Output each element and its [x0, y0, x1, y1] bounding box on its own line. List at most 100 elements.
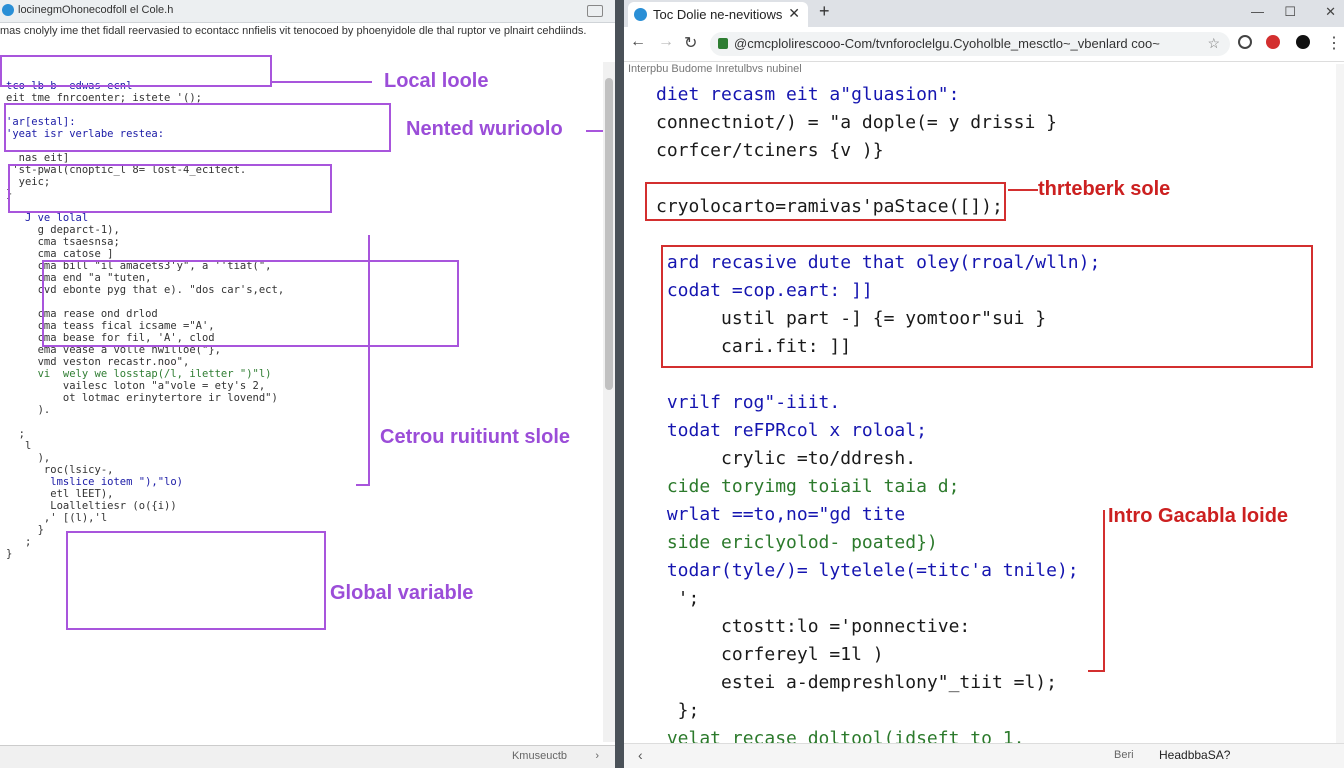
recursive-scope-box [661, 245, 1313, 368]
left-scrollbar-thumb[interactable] [605, 78, 613, 390]
intro-connector-vertical [1103, 510, 1105, 672]
code-line: todat reFPRcol x roloal; [656, 420, 927, 441]
left-window-title: locinegmOhonecodfoll el Cole.h [18, 4, 174, 16]
inner-scope-box [8, 164, 332, 213]
code-line: eit tme fnrcoenter; istete '(); [6, 92, 202, 104]
code-line: cma bill "il amacets3'y", a ''tiat(", [6, 260, 272, 272]
extension-icon[interactable] [1238, 35, 1252, 49]
threbek-box [645, 182, 1006, 221]
star-icon[interactable]: ☆ [1207, 35, 1220, 51]
intro-connector-foot [1088, 670, 1105, 672]
code-line: } [6, 548, 13, 560]
browser-code-area[interactable]: diet recasm eit a"gluasion":connectniot/… [656, 81, 1100, 753]
browser-statusbar: ‹ Beri HeadbbaSA? [624, 743, 1344, 768]
status-left-arrow[interactable]: ‹ [638, 747, 643, 763]
code-line: corfcer/tciners {v )} [656, 140, 884, 161]
code-line: ema vease a volle nwilloe("}, [6, 344, 221, 356]
code-line: ,' [(l),'l [6, 512, 108, 524]
code-line: Loalleltiesr (o({i)) [6, 500, 177, 512]
code-line: ; [6, 428, 25, 440]
code-line: wrlat ==to,no="gd tite [656, 504, 906, 525]
return-connector-foot [356, 484, 370, 486]
code-line: yeic; [6, 176, 51, 188]
code-line: cma bease for fil, 'A', clod [6, 332, 215, 344]
tab-bar: Toc Dolie ne-nevitiows ✕ + — ☐ ✕ [624, 0, 1344, 27]
app-icon [2, 4, 14, 16]
code-line: codat =cop.eart: ]] [656, 280, 873, 301]
code-line: lmslice iotem "),"lo) [6, 476, 184, 488]
window-close-button[interactable]: ✕ [1325, 4, 1336, 19]
left-editor-window: locinegmOhonecodfoll el Cole.h mas cnoly… [0, 0, 615, 768]
local-scope-box [0, 55, 272, 87]
intro-label: Intro Gacabla loide [1108, 505, 1289, 527]
minimize-button[interactable]: — [1251, 4, 1264, 19]
left-status-text: Kmuseuctb [511, 750, 567, 762]
local-connector [272, 81, 372, 83]
new-tab-button[interactable]: + [819, 1, 830, 21]
code-line: cide toryimg toiail taia d; [656, 476, 960, 497]
code-line: }; [656, 700, 700, 721]
threbek-connector [1008, 189, 1038, 191]
window-divider[interactable] [615, 0, 624, 768]
tab-active[interactable]: Toc Dolie ne-nevitiows ✕ [628, 2, 808, 27]
code-line: cryolocarto=ramivas'paStace([]); [656, 196, 1003, 217]
code-line: vmd veston recastr.noo", [6, 356, 190, 368]
menu-icon[interactable]: ⋮ [1326, 35, 1342, 52]
return-connector-vertical [368, 235, 370, 485]
code-line: cvd ebonte pyg that e). "dos car's,ect, [6, 284, 285, 296]
browser-scrollbar[interactable] [1336, 64, 1344, 744]
forward-icon[interactable]: → [658, 33, 674, 50]
code-line: ), [6, 452, 51, 464]
lock-icon [718, 38, 728, 49]
code-line: nas eit] [6, 152, 70, 164]
extension-icon[interactable] [1266, 35, 1280, 49]
code-line: vrilf rog"-iiit. [656, 392, 841, 413]
code-line: ctostt:lo ='ponnective: [656, 616, 971, 637]
code-line: cma rease ond drlod [6, 308, 158, 320]
browser-window: Toc Dolie ne-nevitiows ✕ + — ☐ ✕ ← → ↻ @… [624, 0, 1344, 768]
nested-label: Nented wurioolo [406, 118, 563, 140]
local-label: Local loole [384, 70, 489, 92]
code-line: ustil part -] {= yomtoor"sui } [656, 308, 1047, 329]
code-line: crylic =to/ddresh. [656, 448, 917, 469]
left-status-arrow[interactable]: › [595, 750, 599, 762]
code-line: '; [656, 588, 700, 609]
code-line: vi wely we losstap(/l, iletter ")"l) [6, 368, 272, 380]
code-line: } [6, 524, 44, 536]
nested-arrow-line [586, 130, 610, 132]
code-line: ot lotmac erinytertore ir lovend") [6, 392, 278, 404]
code-line: estei a-dempreshlony"_tiit =l); [656, 672, 1057, 693]
maximize-button[interactable]: ☐ [1284, 4, 1296, 19]
code-line [6, 416, 284, 428]
threbek-label: thrteberk sole [1038, 178, 1171, 200]
window-button-icon[interactable] [587, 5, 603, 17]
code-line: connectniot/) = "a dople(= y drissi } [656, 112, 1057, 133]
code-line: cma tsaesnsa; [6, 236, 120, 248]
tab-favicon [634, 8, 647, 21]
url-text[interactable]: @cmcplolirescooo-Com/tvnforoclelgu.Cyoho… [734, 36, 1160, 51]
extension-icon[interactable] [1296, 35, 1310, 49]
code-line: g deparct-1), [6, 224, 120, 236]
close-icon[interactable]: ✕ [788, 5, 800, 21]
reload-icon[interactable]: ↻ [684, 35, 698, 52]
back-icon[interactable]: ← [630, 33, 646, 50]
tab-title: Toc Dolie ne-nevitiows [653, 7, 783, 22]
nested-scope-box [4, 103, 391, 152]
code-line: ). [6, 404, 51, 416]
address-bar[interactable]: @cmcplolirescooo-Com/tvnforoclelgu.Cyoho… [710, 32, 1230, 56]
global-scope-box [66, 531, 326, 630]
status-right-text: HeadbbaSA? [1159, 748, 1231, 762]
code-line: J ve lolal [6, 212, 89, 224]
return-label: Cetrou ruitiunt slole [380, 426, 570, 448]
status-mid-text: Beri [1114, 749, 1134, 761]
global-label: Global variable [330, 582, 474, 604]
code-line: 'ar[estal]: [6, 116, 76, 128]
left-description: mas cnolyly ime thet fidall reervasied t… [0, 25, 587, 37]
code-line: vailesc loton "a"vole = ety's 2, [6, 380, 266, 392]
bookmarks-bar[interactable]: Interpbu Budome Inretulbvs nubinel [628, 63, 802, 75]
navigation-bar: ← → ↻ @cmcplolirescooo-Com/tvnforoclelgu… [624, 27, 1344, 62]
code-line: l [6, 440, 32, 452]
code-line: 'st-pwal(cnoptic_l 8= lost-4_ecitect. [6, 164, 247, 176]
code-line: todar(tyle/)= lytelele(=titc'a tnile); [656, 560, 1079, 581]
